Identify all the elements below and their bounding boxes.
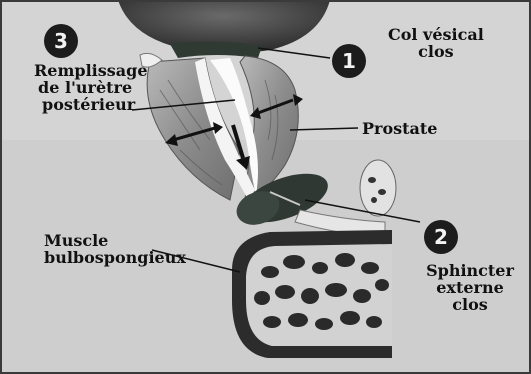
label-remplissage: Remplissage de l'urètre postérieur xyxy=(34,62,148,113)
step-badge-1: 1 xyxy=(332,44,366,78)
step-badge-2: 2 xyxy=(424,220,458,254)
step-badge-3: 3 xyxy=(44,24,78,58)
label-prostate: Prostate xyxy=(362,120,437,137)
label-col-vesical: Col vésical clos xyxy=(388,26,484,60)
label-sphincter: Sphincter externe clos xyxy=(420,262,520,313)
label-muscle: Muscle bulbospongieux xyxy=(44,232,186,266)
